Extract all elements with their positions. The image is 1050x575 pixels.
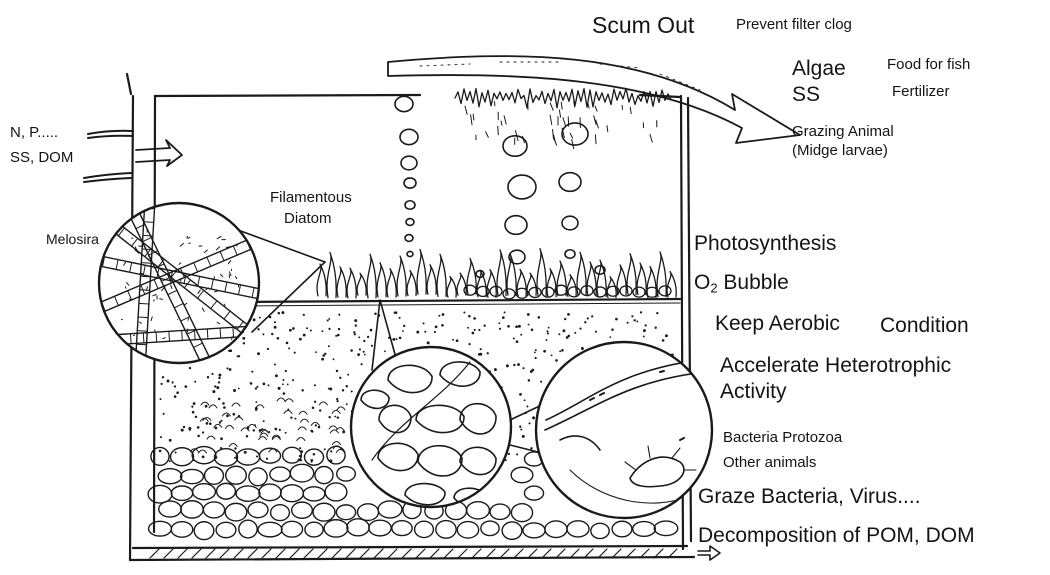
- algae-mat: [317, 249, 676, 299]
- inflow-arrow: [136, 140, 182, 166]
- keep-aerobic-label: Keep Aerobic: [715, 313, 840, 334]
- other-animals-label: Other animals: [723, 455, 816, 470]
- midge-larvae-label: (Midge larvae): [792, 143, 888, 158]
- grazing-animal-label: Grazing Animal: [792, 124, 894, 139]
- filamentous-label: Filamentous: [270, 190, 352, 205]
- photosynthesis-label: Photosynthesis: [694, 233, 836, 254]
- graze-bacteria-label: Graze Bacteria, Virus....: [698, 486, 921, 507]
- scum-out-label: Scum Out: [592, 14, 694, 37]
- outlet-arrow: [698, 546, 720, 560]
- bacteria-magnifier: [510, 342, 712, 518]
- diatom-label: Diatom: [284, 211, 332, 226]
- inflow-solids-label: SS, DOM: [10, 150, 73, 165]
- fertilizer-label: Fertilizer: [892, 84, 950, 99]
- algae-label: Algae: [792, 58, 846, 79]
- food-for-fish-label: Food for fish: [887, 57, 970, 72]
- accelerate-label: Accelerate Heterotrophic: [720, 355, 951, 376]
- melosira-label: Melosira: [46, 232, 99, 246]
- decomposition-label: Decomposition of POM, DOM: [698, 525, 975, 546]
- ss-label: SS: [792, 84, 820, 105]
- schmutzdecke-line: [240, 299, 680, 306]
- o2-bubble-label: O2 Bubble: [694, 272, 789, 294]
- inflow-nutrients-label: N, P.....: [10, 125, 58, 140]
- inlet-pipe: [84, 131, 133, 182]
- sand-grain-magnifier: [351, 300, 511, 507]
- activity-label: Activity: [720, 381, 787, 402]
- bacteria-protozoa-label: Bacteria Protozoa: [723, 430, 842, 445]
- prevent-filter-clog-label: Prevent filter clog: [736, 17, 852, 32]
- condition-label: Condition: [880, 315, 969, 336]
